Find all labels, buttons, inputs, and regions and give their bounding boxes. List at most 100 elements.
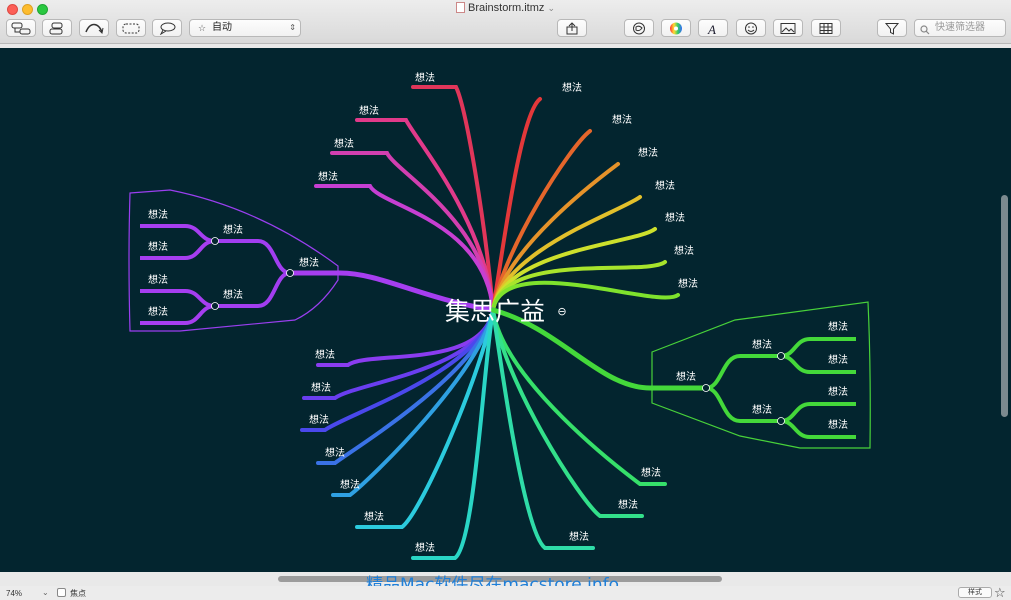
- topic-label[interactable]: 想法: [148, 240, 168, 253]
- branch-line: [289, 270, 496, 313]
- branch-line: [491, 308, 644, 518]
- branch-line: [411, 308, 495, 560]
- topic-label[interactable]: 想法: [148, 305, 168, 318]
- central-topic[interactable]: 集思广益: [445, 297, 545, 326]
- collapse-toggle[interactable]: [777, 352, 785, 360]
- close-window-button[interactable]: [7, 4, 18, 15]
- topic-label[interactable]: 想法: [678, 277, 698, 290]
- topic-label[interactable]: 想法: [359, 104, 379, 117]
- search-icon: [920, 25, 930, 35]
- topic-label[interactable]: 想法: [562, 81, 582, 94]
- collapse-toggle[interactable]: [777, 417, 785, 425]
- topic-label[interactable]: 想法: [299, 256, 319, 269]
- add-subtopic-button[interactable]: [42, 19, 72, 37]
- branch-line: [491, 97, 542, 312]
- branch-line: [491, 308, 595, 550]
- minimize-window-button[interactable]: [22, 4, 33, 15]
- topic-label[interactable]: 想法: [309, 413, 329, 426]
- emoji-icon: [633, 22, 645, 35]
- horizontal-scrollbar[interactable]: [278, 576, 722, 582]
- topic-label[interactable]: 想法: [676, 370, 696, 383]
- topic-label[interactable]: 想法: [340, 478, 360, 491]
- branch-line: [355, 308, 495, 529]
- branch-line: [780, 402, 856, 423]
- topic-label[interactable]: 想法: [223, 288, 243, 301]
- mindmap-canvas[interactable]: 想法想法想法想法想法想法想法想法想法想法想法想法想法想法想法想法想法想法想法想法…: [0, 48, 1011, 572]
- topic-label[interactable]: 想法: [828, 385, 848, 398]
- collapse-toggle[interactable]: [702, 384, 710, 392]
- topic-label[interactable]: 想法: [148, 208, 168, 221]
- zoom-level[interactable]: 74%: [6, 589, 23, 598]
- mindmap-svg[interactable]: 想法想法想法想法想法想法想法想法想法想法想法想法想法想法想法想法想法想法想法想法…: [0, 48, 1011, 572]
- icon-button[interactable]: [736, 19, 766, 37]
- topic-label[interactable]: 想法: [223, 223, 243, 236]
- favorite-star-icon[interactable]: ☆: [994, 585, 1006, 600]
- branch-line: [705, 386, 781, 423]
- topic-label[interactable]: 想法: [641, 466, 661, 479]
- topic-label[interactable]: 想法: [569, 530, 589, 543]
- color-button[interactable]: [661, 19, 691, 37]
- branch-line: [490, 307, 709, 391]
- topic-label[interactable]: 想法: [318, 170, 338, 183]
- add-subtopic-icon: [49, 22, 63, 35]
- window-title: Brainstorm.itmz ⌄: [0, 2, 1011, 14]
- table-button[interactable]: [811, 19, 841, 37]
- topic-label[interactable]: 想法: [638, 146, 658, 159]
- svg-text:A: A: [707, 22, 716, 35]
- collapse-toggle[interactable]: [211, 237, 219, 245]
- topic-label[interactable]: 想法: [415, 541, 435, 554]
- topic-label[interactable]: 想法: [665, 211, 685, 224]
- share-button[interactable]: [557, 19, 587, 37]
- filter-button[interactable]: [877, 19, 907, 37]
- image-icon: [780, 23, 796, 34]
- topic-label[interactable]: 想法: [325, 446, 345, 459]
- topic-label[interactable]: 想法: [752, 403, 772, 416]
- structure-select-value: 自动: [212, 22, 232, 33]
- boundary-left-group[interactable]: [128, 189, 339, 332]
- title-chevron-icon[interactable]: ⌄: [547, 3, 555, 13]
- topic-label[interactable]: 想法: [311, 381, 331, 394]
- collapse-toggle[interactable]: [211, 302, 219, 310]
- image-button[interactable]: [773, 19, 803, 37]
- vertical-scrollbar[interactable]: [1001, 195, 1008, 417]
- topic-label[interactable]: 想法: [752, 338, 772, 351]
- font-button[interactable]: A: [698, 19, 728, 37]
- relationship-button[interactable]: [79, 19, 109, 37]
- boundary-icon: [122, 23, 140, 34]
- share-icon: [566, 22, 578, 35]
- topic-label[interactable]: 想法: [828, 418, 848, 431]
- branch-line: [140, 289, 216, 308]
- zoom-window-button[interactable]: [37, 4, 48, 15]
- structure-select[interactable]: ☆ 自动 ⇕: [189, 19, 301, 37]
- relationship-icon: [85, 23, 104, 35]
- style-button[interactable]: 样式: [958, 587, 992, 598]
- topic-label[interactable]: 想法: [315, 348, 335, 361]
- zoom-chevron-icon[interactable]: ⌄: [42, 588, 49, 597]
- central-collapse-toggle[interactable]: ⊖: [557, 305, 566, 318]
- sticker-button[interactable]: [624, 19, 654, 37]
- branch-line: [780, 419, 856, 439]
- topic-label[interactable]: 想法: [828, 353, 848, 366]
- quick-filter-search[interactable]: 快速筛选器: [914, 19, 1006, 37]
- topic-label[interactable]: 想法: [148, 273, 168, 286]
- branch-line: [140, 239, 216, 260]
- boundary-button[interactable]: [116, 19, 146, 37]
- topic-label[interactable]: 想法: [828, 320, 848, 333]
- branch-line: [491, 280, 680, 312]
- topic-label[interactable]: 想法: [618, 498, 638, 511]
- collapse-toggle[interactable]: [286, 269, 294, 277]
- topic-label[interactable]: 想法: [415, 71, 435, 84]
- branch-line: [330, 151, 495, 312]
- topic-label[interactable]: 想法: [612, 113, 632, 126]
- callout-button[interactable]: [152, 19, 182, 37]
- add-topic-button[interactable]: [6, 19, 36, 37]
- topic-label[interactable]: 想法: [674, 244, 694, 257]
- branch-line: [705, 354, 781, 390]
- focus-label: 焦点: [70, 589, 86, 598]
- topic-label[interactable]: 想法: [364, 510, 384, 523]
- focus-checkbox[interactable]: [57, 588, 66, 597]
- branch-line: [411, 85, 495, 312]
- topic-label[interactable]: 想法: [334, 137, 354, 150]
- boundary-right-group[interactable]: [651, 301, 871, 449]
- topic-label[interactable]: 想法: [655, 179, 675, 192]
